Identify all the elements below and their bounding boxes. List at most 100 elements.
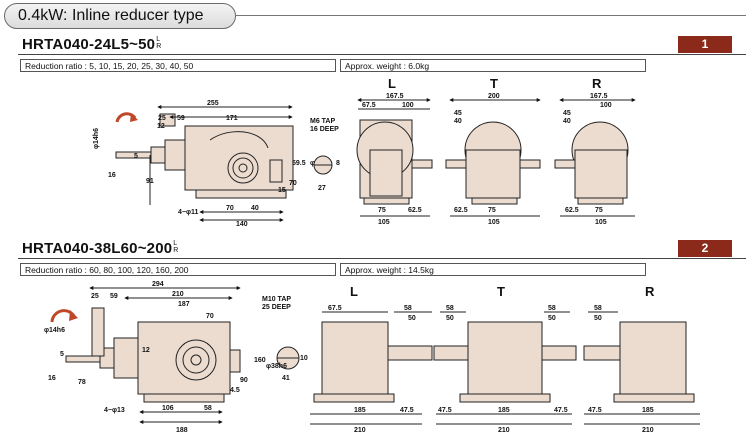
dim-4-11: 4−φ11 (178, 209, 198, 216)
section-tab: 0.4kW: Inline reducer type (4, 3, 236, 29)
svg-text:50: 50 (408, 315, 416, 322)
svg-text:185: 185 (354, 407, 366, 414)
svg-text:185: 185 (642, 407, 654, 414)
svg-text:62.5: 62.5 (454, 207, 468, 214)
svg-text:40: 40 (563, 118, 571, 125)
svg-text:5: 5 (60, 351, 64, 358)
svg-text:78: 78 (78, 379, 86, 386)
reduction-ratio-1: Reduction ratio : 5, 10, 15, 20, 25, 30,… (20, 59, 336, 72)
dim-70: 70 (226, 205, 234, 212)
svg-text:160: 160 (254, 357, 266, 364)
svg-text:188: 188 (176, 427, 188, 434)
divider-1 (18, 54, 746, 55)
svg-text:50: 50 (548, 315, 556, 322)
dim-27: 27 (318, 185, 326, 192)
svg-text:185: 185 (498, 407, 510, 414)
dim-70-vert: 70 (289, 180, 297, 187)
badge-2: 2 (678, 240, 732, 257)
svg-text:105: 105 (488, 219, 500, 226)
dim-5: 5 (134, 153, 138, 160)
dim-25: 25 (158, 115, 166, 122)
dim-16-deep: 16 DEEP (310, 126, 339, 133)
side-dims-2: 294 25 59 210 187 70 12 φ14h6 5 16 78 4−… (44, 281, 308, 434)
svg-text:100: 100 (402, 102, 414, 109)
svg-text:59: 59 (110, 293, 118, 300)
view-R2 (583, 311, 700, 425)
svg-text:45: 45 (563, 110, 571, 117)
svg-text:67.5: 67.5 (362, 102, 376, 109)
view-label-R1: R (592, 76, 602, 91)
svg-text:67.5: 67.5 (328, 305, 342, 312)
view-R1-dims: 167.5 100 45 40 75 62.5 105 (563, 93, 612, 226)
svg-text:62.5: 62.5 (565, 207, 579, 214)
svg-text:47.5: 47.5 (554, 407, 568, 414)
dim-59: 59 (177, 115, 185, 122)
side-view-1 (115, 105, 294, 222)
view-label-L1: L (388, 76, 396, 91)
side-view-2 (50, 286, 241, 424)
dim-12: 12 (157, 123, 165, 130)
suffix-bottom-2: R (173, 247, 179, 254)
svg-text:210: 210 (498, 427, 510, 434)
svg-text:75: 75 (595, 207, 603, 214)
view-label-T2: T (497, 284, 505, 299)
dim-8: 8 (336, 160, 340, 167)
svg-text:50: 50 (446, 315, 454, 322)
svg-text:25 DEEP: 25 DEEP (262, 304, 291, 311)
shaft-end-1 (313, 155, 333, 175)
svg-text:φ14h6: φ14h6 (44, 327, 65, 334)
shaft-end-2 (276, 346, 300, 370)
dim-14h6: φ14h6 (93, 128, 100, 149)
view-L1 (356, 98, 433, 217)
svg-text:90: 90 (240, 377, 248, 384)
svg-text:40: 40 (454, 118, 462, 125)
reduction-ratio-2: Reduction ratio : 60, 80, 100, 120, 160,… (20, 263, 336, 276)
view-label-T1: T (490, 76, 498, 91)
svg-text:187: 187 (178, 301, 190, 308)
view-R2-dims: 58 50 47.5 185 210 (588, 305, 654, 434)
svg-text:62.5: 62.5 (408, 207, 422, 214)
svg-text:φ38h6: φ38h6 (266, 363, 287, 370)
view-T1-dims: 200 45 40 62.5 75 105 (454, 93, 500, 226)
dim-m6-tap: M6 TAP (310, 118, 335, 125)
svg-text:25: 25 (91, 293, 99, 300)
svg-text:75: 75 (378, 207, 386, 214)
view-L2-dims: 67.5 58 50 185 47.5 210 (328, 305, 416, 434)
dim-40: 40 (251, 205, 259, 212)
svg-text:50: 50 (594, 315, 602, 322)
divider-2 (18, 258, 746, 259)
svg-text:210: 210 (642, 427, 654, 434)
svg-text:210: 210 (354, 427, 366, 434)
svg-text:58: 58 (548, 305, 556, 312)
dim-140: 140 (236, 221, 248, 228)
svg-text:105: 105 (595, 219, 607, 226)
svg-text:58: 58 (204, 405, 212, 412)
view-label-R2: R (645, 284, 655, 299)
dim-15: 15 (278, 187, 286, 194)
svg-text:12: 12 (142, 347, 150, 354)
view-L2 (310, 311, 433, 425)
svg-text:16: 16 (48, 375, 56, 382)
dim-59-5: 59.5 (292, 160, 306, 167)
view-T2-dims: 58 50 58 50 47.5 185 47.5 210 (438, 305, 568, 434)
dim-16: 16 (108, 172, 116, 179)
side-dims-1: 255 25 59 171 12 φ14h6 5 16 91 4−φ11 70 … (93, 100, 340, 228)
svg-text:M10 TAP: M10 TAP (262, 296, 291, 303)
svg-text:45: 45 (454, 110, 462, 117)
badge-1: 1 (678, 36, 732, 53)
view-T2 (433, 311, 577, 425)
svg-text:105: 105 (378, 219, 390, 226)
svg-text:294: 294 (152, 281, 164, 288)
svg-text:58: 58 (404, 305, 412, 312)
svg-text:106: 106 (162, 405, 174, 412)
svg-text:75: 75 (488, 207, 496, 214)
svg-text:47.5: 47.5 (588, 407, 602, 414)
svg-text:210: 210 (172, 291, 184, 298)
suffix-top-1: L (156, 36, 161, 43)
svg-text:47.5: 47.5 (438, 407, 452, 414)
view-R1 (554, 98, 636, 217)
svg-text:4.5: 4.5 (230, 387, 240, 394)
svg-text:167.5: 167.5 (590, 93, 608, 100)
svg-text:41: 41 (282, 375, 290, 382)
